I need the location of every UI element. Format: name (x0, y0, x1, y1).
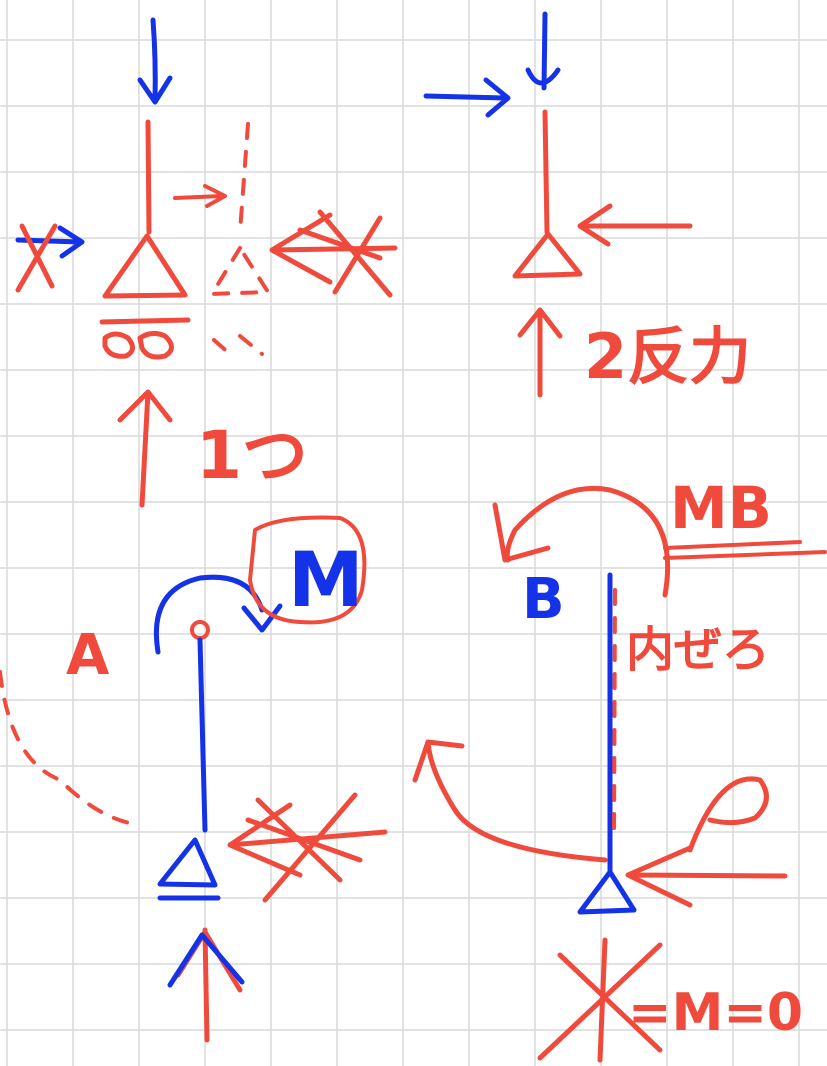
mb-leader-lines (663, 540, 827, 560)
vertical-reaction-arrow (517, 307, 563, 398)
column-a-sketch: A M (0, 515, 388, 1043)
pin-support-sketch: 2反力 (423, 11, 751, 398)
roller-support-sketch: 1つ (15, 17, 398, 508)
support-triangle (512, 231, 583, 279)
rollers (99, 317, 191, 360)
equation-label: =M=0 (628, 983, 803, 1043)
dashed-triangle (210, 246, 270, 296)
p-loop (687, 776, 769, 853)
return-arc-arrow (412, 739, 608, 863)
column-line (197, 637, 208, 833)
cross-mark (15, 223, 58, 293)
vertical-load-arrow (167, 932, 245, 988)
moment-circle (248, 515, 367, 625)
moment-m-label: M (288, 535, 364, 624)
dashed-member (238, 122, 250, 234)
crossed-reaction-arrow (269, 209, 398, 298)
load-arrow-down (137, 17, 173, 105)
small-arrow-right (173, 184, 227, 208)
support-triangle (157, 837, 221, 901)
horizontal-reaction-arrow (625, 845, 788, 908)
support-triangle (577, 869, 637, 915)
member-line (542, 109, 550, 235)
point-a-label: A (66, 623, 110, 688)
reaction-one-label: 1つ (196, 417, 308, 494)
horizontal-load-arrow (423, 77, 511, 118)
support-triangle (102, 233, 188, 299)
moment-arc (153, 574, 283, 655)
dashed-deflection (612, 588, 617, 842)
point-b-label: B (522, 567, 565, 632)
column-b-sketch: MB B 内ぜろ =M=0 (412, 474, 827, 1063)
crossed-horizontal-arrow (227, 792, 388, 903)
member-line (145, 119, 152, 235)
moment-arc-mb (492, 485, 671, 598)
reaction-two-label: 2反力 (584, 320, 751, 393)
crossed-reaction (537, 937, 663, 1063)
horizontal-reaction-arrow (577, 203, 693, 247)
vertical-reaction-arrow (117, 389, 173, 508)
dashed-deflection-arc (0, 670, 142, 827)
load-arrow-down (525, 11, 561, 91)
moment-mb-label: MB (670, 474, 772, 542)
dashed-rollers (212, 334, 264, 358)
note-label: 内ぜろ (626, 622, 770, 678)
